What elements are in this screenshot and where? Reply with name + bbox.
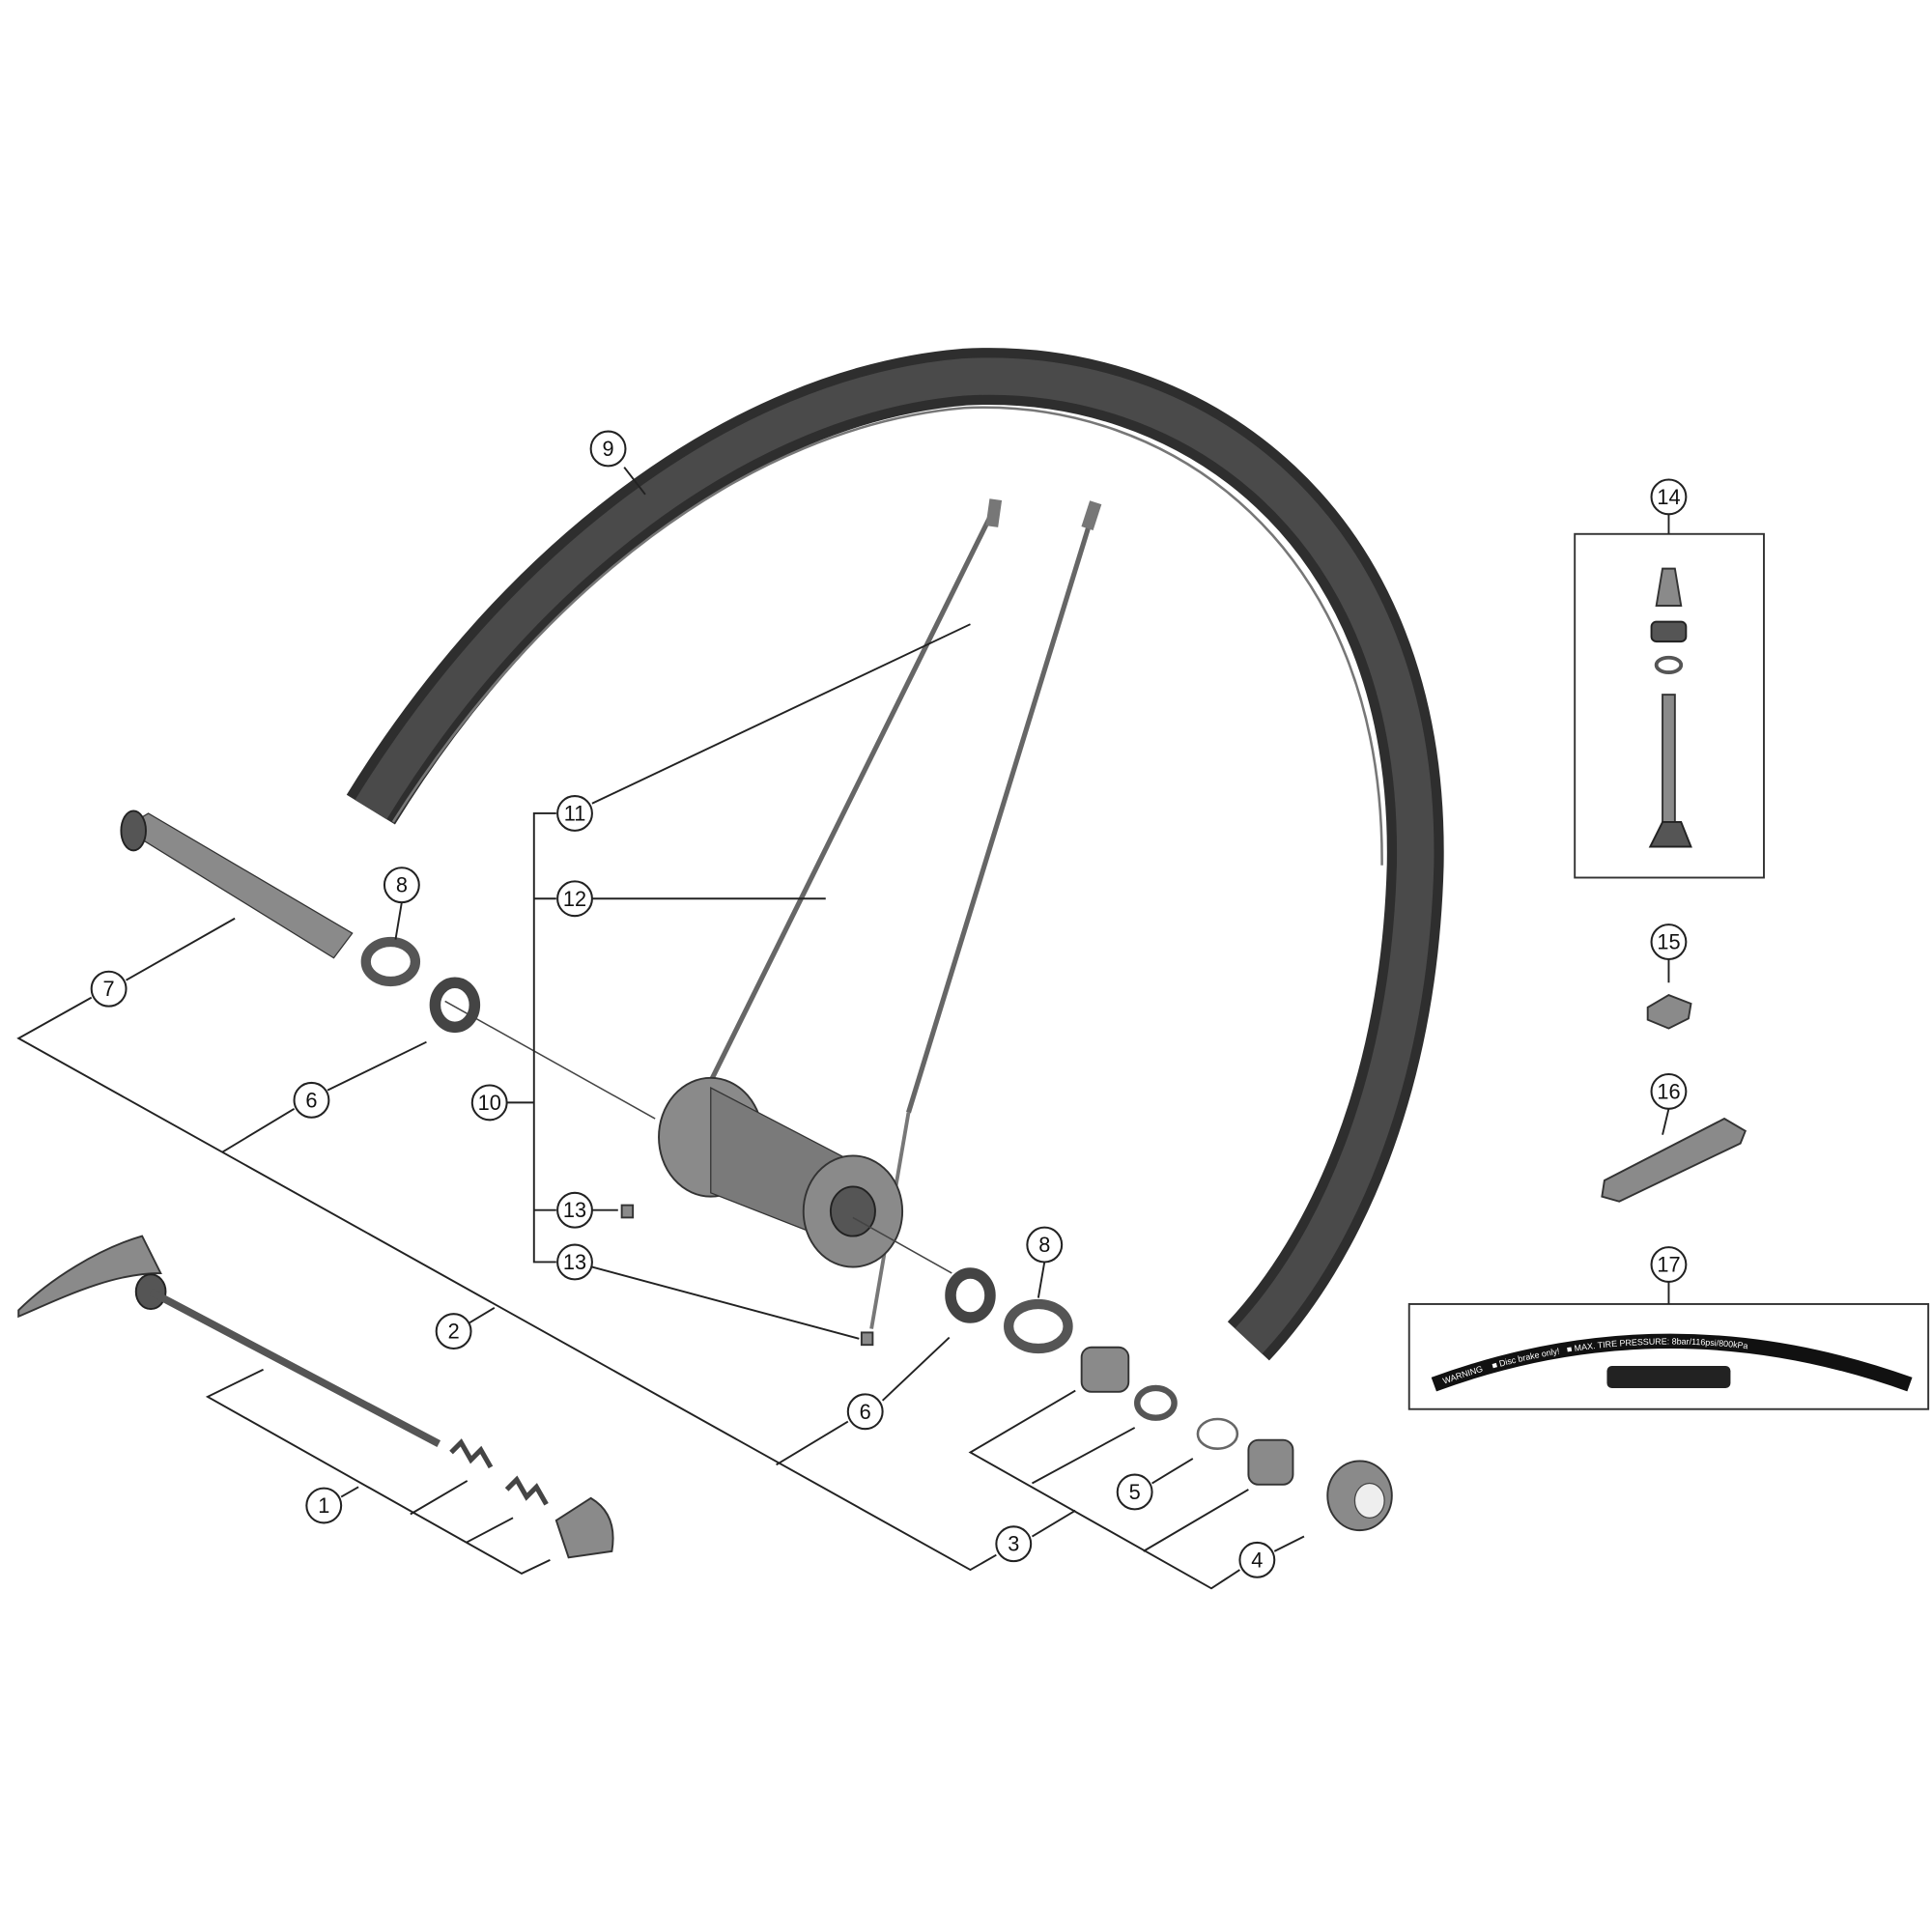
o-ring xyxy=(1196,1417,1239,1450)
axle xyxy=(120,810,354,959)
callout-1: 1 xyxy=(305,1487,343,1524)
svg-text:17: 17 xyxy=(1657,1253,1680,1277)
callout-3: 3 xyxy=(995,1525,1033,1563)
callout-13-bottom: 13 xyxy=(556,1243,593,1281)
svg-text:3: 3 xyxy=(1008,1532,1019,1556)
svg-text:13: 13 xyxy=(563,1250,586,1274)
spoke-wrench xyxy=(1601,1117,1747,1203)
quick-release xyxy=(17,1235,614,1559)
svg-text:12: 12 xyxy=(563,887,586,911)
svg-text:13: 13 xyxy=(563,1198,586,1222)
svg-text:7: 7 xyxy=(103,977,115,1001)
callout-10: 10 xyxy=(470,1084,508,1122)
tubeless-valve xyxy=(1648,567,1692,848)
svg-text:10: 10 xyxy=(478,1091,501,1115)
leader-lines xyxy=(16,467,1670,1590)
callout-8-bottom: 8 xyxy=(1026,1226,1064,1264)
callout-12: 12 xyxy=(556,880,593,918)
svg-text:9: 9 xyxy=(603,437,614,461)
warning-sticker: WARNING■ Disc brake only!■ MAX. TIRE PRE… xyxy=(1431,1333,1913,1392)
sticker-box xyxy=(1407,1303,1930,1410)
end-cap-hole xyxy=(1353,1482,1385,1519)
svg-text:4: 4 xyxy=(1251,1548,1263,1572)
bearing xyxy=(1247,1438,1294,1486)
nipple xyxy=(860,1331,874,1347)
svg-text:6: 6 xyxy=(860,1400,871,1424)
washer xyxy=(1134,1384,1178,1421)
callout-4: 4 xyxy=(1238,1541,1276,1578)
hub xyxy=(444,1000,952,1274)
seal-ring xyxy=(1004,1298,1073,1354)
spoke-end xyxy=(985,498,1003,527)
svg-text:5: 5 xyxy=(1129,1480,1141,1504)
callout-14: 14 xyxy=(1650,478,1688,516)
bearing xyxy=(1080,1346,1130,1393)
callout-7: 7 xyxy=(90,970,128,1008)
svg-text:2: 2 xyxy=(448,1320,460,1344)
seal-ring xyxy=(360,936,421,987)
lock-nut xyxy=(429,977,481,1034)
callout-2: 2 xyxy=(435,1313,472,1350)
svg-text:1: 1 xyxy=(318,1493,329,1518)
svg-text:11: 11 xyxy=(564,801,586,825)
lock-nut xyxy=(945,1267,996,1323)
svg-text:16: 16 xyxy=(1657,1079,1680,1103)
rim xyxy=(346,348,1444,1361)
callout-8-top: 8 xyxy=(383,867,420,904)
spoke-nipple-holder xyxy=(1646,994,1692,1030)
svg-text:14: 14 xyxy=(1657,485,1680,509)
callout-17: 17 xyxy=(1650,1246,1688,1283)
svg-text:8: 8 xyxy=(396,873,408,897)
callout-11: 11 xyxy=(556,795,593,832)
callout-9: 9 xyxy=(589,430,627,468)
svg-text:15: 15 xyxy=(1657,930,1680,954)
callout-5: 5 xyxy=(1116,1473,1153,1511)
spokes xyxy=(620,498,1102,1347)
callout-16: 16 xyxy=(1650,1072,1688,1110)
svg-text:8: 8 xyxy=(1038,1233,1050,1257)
nipple xyxy=(620,1204,635,1219)
callout-6-top: 6 xyxy=(293,1081,330,1119)
callout-15: 15 xyxy=(1650,923,1688,960)
svg-text:6: 6 xyxy=(305,1088,317,1112)
sticker-logo xyxy=(1606,1365,1731,1388)
callouts: 9 14 11 12 8 7 6 10 13 13 8 15 16 17 2 6… xyxy=(90,430,1688,1578)
spoke-end xyxy=(1081,500,1102,530)
callout-13-top: 13 xyxy=(556,1191,593,1229)
callout-6-bottom: 6 xyxy=(846,1393,884,1431)
